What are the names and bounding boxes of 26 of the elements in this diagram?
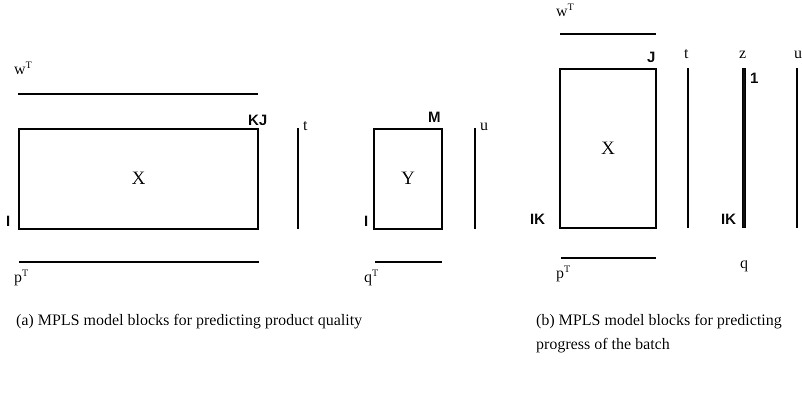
dimension-label: IK: [530, 212, 545, 227]
vector-name: t: [303, 118, 308, 134]
matrix-block: [559, 68, 657, 229]
figure-caption: (b) MPLS model blocks for predicting progress of the batch: [536, 311, 783, 355]
dimension-label: I: [6, 214, 10, 229]
matrix-block: [373, 128, 443, 230]
dimension-label: KJ: [248, 113, 268, 128]
matrix-name: Y: [401, 168, 415, 190]
vector-name: w$^{T}$: [556, 4, 574, 20]
figure-caption: (a) MPLS model blocks for predicting product quality: [16, 311, 364, 331]
matrix-name: X: [601, 138, 615, 160]
vector-name: p$^{T}$: [556, 266, 570, 282]
dimension-label: M: [428, 110, 440, 125]
dimension-label: I: [364, 214, 368, 229]
vector-name: p$^{T}$: [14, 270, 28, 286]
matrix-name: X: [132, 168, 146, 190]
vector-name: w$^{T}$: [14, 62, 32, 78]
vector-name: q: [740, 256, 748, 272]
dimension-label: J: [647, 50, 656, 65]
dimension-label: IK: [721, 212, 736, 227]
vector-name: u: [480, 118, 488, 134]
vector-name: u: [794, 46, 802, 62]
vector-name: z: [739, 46, 746, 62]
vector-name: t: [684, 46, 688, 62]
dimension-label: 1: [750, 71, 758, 86]
matrix-block: [18, 128, 259, 230]
